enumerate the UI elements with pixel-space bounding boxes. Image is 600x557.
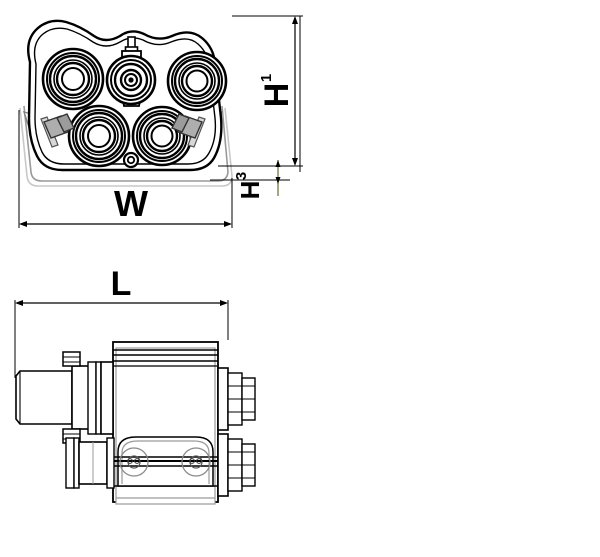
side-fitting-left <box>40 113 75 148</box>
dim-l-arrow-left <box>15 300 23 306</box>
port-center-top <box>105 54 157 106</box>
dimension-group-side-view: L <box>14 265 229 378</box>
dimension-group-top-view: H 1 H 3 W <box>18 15 303 228</box>
dim-h1-subscript: 1 <box>258 74 275 82</box>
dim-l-arrow-right <box>220 300 228 306</box>
top-view <box>19 19 233 187</box>
inlet-cylinder-upper-left <box>15 351 114 444</box>
dim-h3-label-group: H 3 <box>233 172 265 200</box>
flange-fitting-lower-right <box>217 433 256 497</box>
side-fitting-right <box>171 113 206 148</box>
dim-w-arrow-left <box>19 221 27 227</box>
port-upper-right <box>166 50 228 112</box>
dim-w-label: W <box>114 183 148 224</box>
dim-h1-label: H <box>258 83 296 108</box>
shaft-boss-left <box>119 447 149 477</box>
dim-h1-arrow-bottom <box>292 158 298 166</box>
locating-hole <box>122 151 140 169</box>
body-inner-outline <box>33 27 217 165</box>
side-view <box>15 341 256 505</box>
dim-h3-arrow-bottom <box>275 177 281 184</box>
dim-h3-label: H <box>235 181 265 200</box>
lower-chamber-inner <box>121 440 210 484</box>
dim-h1-arrow-top <box>292 16 298 24</box>
dim-w-arrow-right <box>224 221 232 227</box>
shaft-boss-right <box>181 447 211 477</box>
dim-h3-subscript: 3 <box>233 172 250 180</box>
dim-l-label: L <box>111 265 132 303</box>
port-upper-left <box>41 47 105 111</box>
inlet-cylinder-lower-left <box>65 437 115 489</box>
port-lower-left <box>67 104 131 168</box>
dim-h3-arrow-top <box>275 160 281 167</box>
flange-fitting-upper-right <box>217 367 256 431</box>
dim-h1-label-group: H 1 <box>258 74 296 107</box>
